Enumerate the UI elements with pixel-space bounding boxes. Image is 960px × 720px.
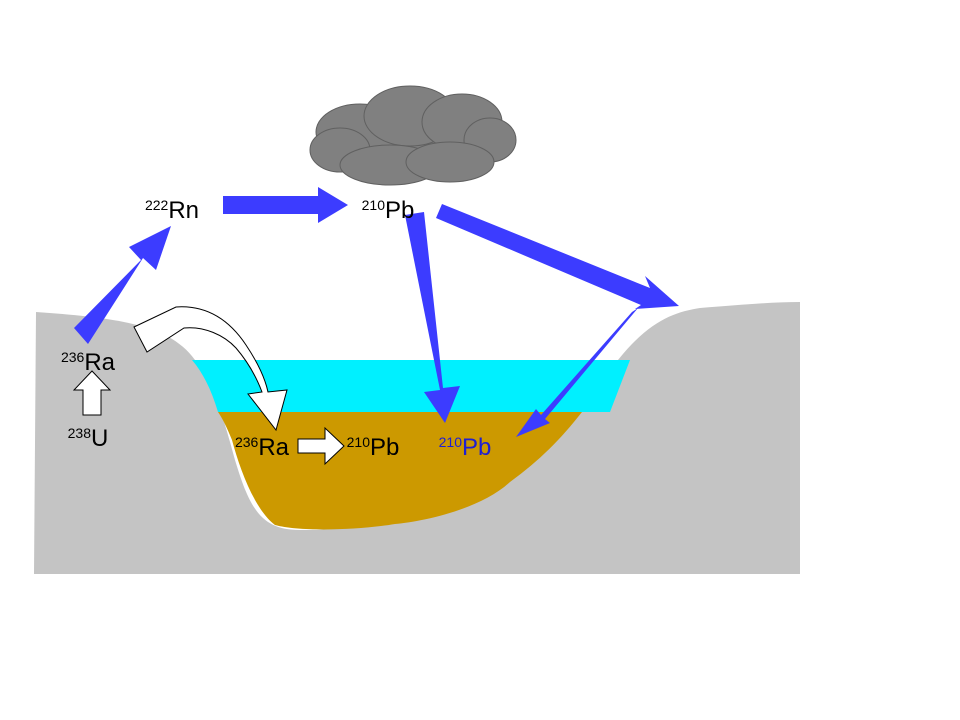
cloud-icon [309, 85, 517, 186]
arrow-pb-to-slope [436, 204, 679, 309]
pb210-air-label: 210Pb [362, 197, 415, 224]
u238-symbol: U [91, 425, 108, 452]
ground-terrain [34, 302, 800, 574]
arrow-ra-to-lake-outline [133, 306, 288, 432]
pb210-supported-symbol: Pb [370, 434, 399, 461]
pb210-supported-label: 210Pb [347, 434, 400, 461]
rn222-symbol: Rn [168, 197, 199, 224]
ra-sediment-label: 236Ra [235, 434, 290, 461]
arrow-ra-to-pb-outline [297, 426, 345, 466]
arrow-ra-to-rn [74, 226, 171, 344]
lake-water [192, 360, 630, 412]
ra-sediment-mass: 236 [235, 434, 259, 450]
pb210-deposited-label: 210Pb [439, 434, 492, 461]
pb210-deposited-mass: 210 [439, 434, 463, 450]
arrow-pb-to-sediment [405, 212, 460, 423]
u238-mass: 238 [68, 425, 92, 441]
ra-sediment-symbol: Ra [258, 434, 289, 461]
arrow-slope-to-sediment [516, 308, 638, 437]
pb210-air-symbol: Pb [385, 197, 414, 224]
u238-label: 238U [68, 425, 109, 452]
arrow-u-to-ra-outline [72, 370, 112, 416]
pb210-supported-mass: 210 [347, 434, 371, 450]
arrow-rn-to-pb [223, 187, 348, 223]
ra-ground-label: 236Ra [61, 349, 116, 376]
ra-ground-mass: 236 [61, 349, 85, 365]
rn222-mass: 222 [145, 197, 169, 213]
rn222-label: 222Rn [145, 197, 199, 224]
pb210-deposited-symbol: Pb [462, 434, 491, 461]
ra-ground-symbol: Ra [84, 349, 115, 376]
pb210-air-mass: 210 [362, 197, 386, 213]
